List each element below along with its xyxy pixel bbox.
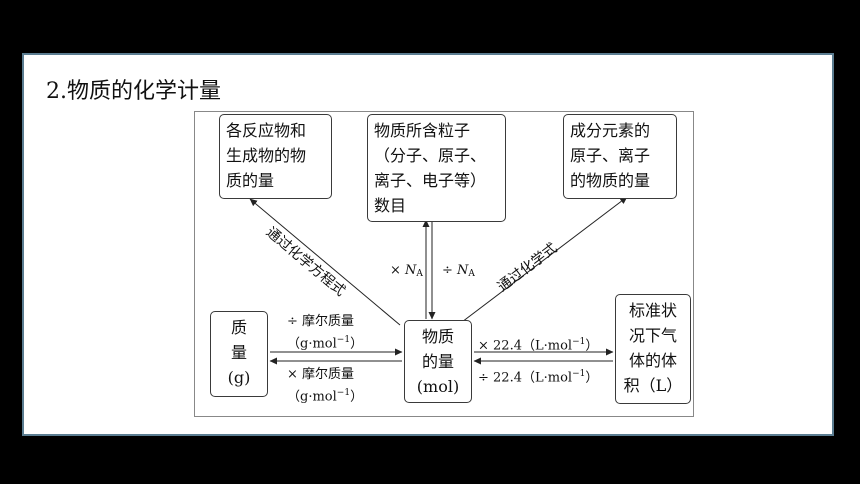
label-vol-mul: × 22.4（L·mol−1） [478, 334, 598, 354]
box-elements: 成分元素的 原子、离子 的物质的量 [563, 114, 677, 199]
vol-text: ÷ 22.4（L·mol [478, 370, 573, 386]
label-molar-mul-unit: （g·mol−1） [287, 385, 363, 405]
unit-text: （g·mol [287, 389, 337, 405]
box-line: 积（L） [623, 376, 683, 395]
vol-close: ） [585, 338, 599, 354]
box-line: 的物质的量 [570, 171, 651, 190]
na-subscript: A [468, 269, 475, 279]
slide: 2.物质的化学计量 各反应物和 生成物的物 [22, 53, 834, 436]
label-molar-mul: × 摩尔质量 [287, 367, 355, 382]
vol-close: ） [585, 370, 599, 386]
unit-text: （g·mol [287, 336, 337, 352]
na-symbol: N [405, 263, 417, 278]
box-line: 的量 [421, 352, 454, 371]
label-molar-div: ÷ 摩尔质量 [287, 314, 355, 329]
box-line: 物质所含粒子 [374, 121, 471, 140]
vol-exponent: −1 [572, 337, 586, 347]
vol-exponent: −1 [572, 369, 586, 379]
box-line: (g) [227, 368, 251, 387]
page-title: 2.物质的化学计量 [46, 79, 221, 104]
box-line: (mol) [416, 377, 460, 396]
unit-close: ） [350, 336, 364, 352]
box-volume: 标准状 况下气 体的体 积（L） [615, 294, 691, 404]
box-line: 成分元素的 [570, 121, 651, 140]
label-molar-div-unit: （g·mol−1） [287, 332, 363, 352]
unit-exponent: −1 [336, 388, 351, 398]
box-line: 标准状 [628, 301, 677, 320]
label-vol-div: ÷ 22.4（L·mol−1） [478, 366, 598, 386]
arrows-layer [249, 196, 628, 365]
unit-exponent: −1 [336, 335, 351, 345]
box-line: 质 [230, 318, 247, 337]
box-line: 体的体 [628, 351, 677, 370]
box-line: 各反应物和 [226, 121, 307, 140]
na-subscript: A [416, 269, 423, 279]
times-sign: × [390, 263, 401, 278]
box-line: （分子、原子、 [374, 146, 487, 165]
box-line: 离子、电子等） [374, 171, 487, 190]
box-line: 况下气 [628, 326, 677, 345]
vol-text: × 22.4（L·mol [478, 338, 573, 354]
box-amount: 物质 的量 (mol) [404, 320, 472, 403]
box-line: 质的量 [226, 171, 275, 190]
divide-sign: ÷ [442, 263, 453, 278]
box-mass: 质 量 (g) [210, 311, 268, 397]
box-line: 物质 [421, 327, 454, 346]
label-divide-na: ÷ NA [442, 263, 475, 282]
box-particles: 物质所含粒子 （分子、原子、 离子、电子等） 数目 [367, 114, 506, 222]
concept-diagram: 各反应物和 生成物的物 质的量 物质所含粒子 （分子、原子、 离子、电子等） 数… [194, 111, 694, 417]
arrow-to-elements [457, 196, 628, 326]
box-line: 原子、离子 [570, 146, 651, 165]
arrow-to-reactants [249, 198, 401, 326]
na-symbol: N [457, 263, 469, 278]
box-line: 数目 [374, 196, 407, 215]
unit-close: ） [350, 389, 364, 405]
box-line: 生成物的物 [226, 146, 307, 165]
box-reactants: 各反应物和 生成物的物 质的量 [219, 114, 332, 199]
label-times-na: × NA [390, 263, 423, 282]
box-line: 量 [230, 343, 247, 362]
